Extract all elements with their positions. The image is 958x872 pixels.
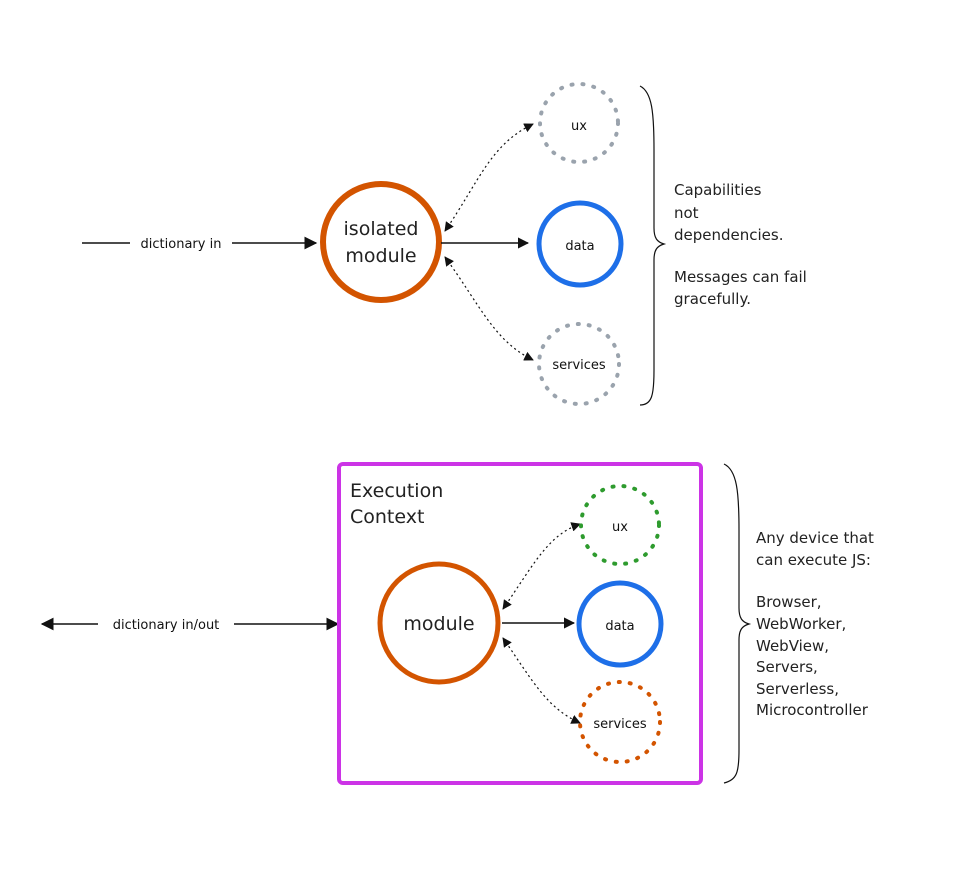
services-label: services — [552, 358, 606, 373]
module-label: module — [403, 613, 474, 635]
context-data-label: data — [605, 619, 634, 634]
bottom-note-line4: WebWorker, — [756, 615, 846, 633]
bottom-note-line1: Any device that — [756, 529, 874, 547]
bottom-note-line6: Servers, — [756, 658, 818, 676]
ux-label: ux — [571, 119, 587, 134]
context-ux-label: ux — [612, 520, 628, 535]
services-circle — [537, 322, 621, 406]
top-note-line3: dependencies. — [674, 226, 784, 244]
top-note-line4: Messages can fail — [674, 268, 807, 286]
execution-context-title-line2: Context — [350, 506, 424, 528]
top-brace — [639, 85, 667, 406]
top-note-line1: Capabilities — [674, 181, 762, 199]
ux-link — [444, 123, 534, 232]
module-circle — [377, 561, 501, 685]
isolated-module-label-line2: module — [345, 245, 416, 267]
services-link — [444, 256, 534, 361]
data-label: data — [565, 239, 594, 254]
context-services-link — [502, 637, 581, 724]
top-diagram: dictionary in isolated module ux data se… — [82, 82, 807, 406]
top-note-line5: gracefully. — [674, 290, 751, 308]
input-label-bg — [130, 234, 232, 252]
input-output-label: dictionary in/out — [113, 618, 220, 633]
bottom-note-line3: Browser, — [756, 593, 822, 611]
context-services-label: services — [593, 717, 647, 732]
bottom-note-line8: Microcontroller — [756, 701, 869, 719]
context-ux-circle — [579, 484, 661, 566]
execution-context-title-line1: Execution — [350, 480, 443, 502]
ux-circle — [538, 82, 620, 164]
isolated-module-label-line1: isolated — [344, 218, 419, 240]
bottom-note-line7: Serverless, — [756, 680, 839, 698]
isolated-module-circle — [320, 181, 442, 303]
data-circle — [536, 200, 624, 288]
bottom-note-line2: can execute JS: — [756, 551, 871, 569]
bottom-brace — [723, 463, 752, 784]
bottom-diagram: dictionary in/out Execution Context modu… — [40, 462, 874, 785]
context-data-circle — [576, 580, 664, 668]
input-label: dictionary in — [141, 237, 222, 252]
context-ux-link — [502, 522, 581, 610]
execution-context-box — [337, 462, 703, 785]
bottom-note-line5: WebView, — [756, 637, 829, 655]
top-note-line2: not — [674, 204, 699, 222]
context-services-circle — [578, 680, 662, 764]
input-output-label-bg — [98, 615, 234, 633]
